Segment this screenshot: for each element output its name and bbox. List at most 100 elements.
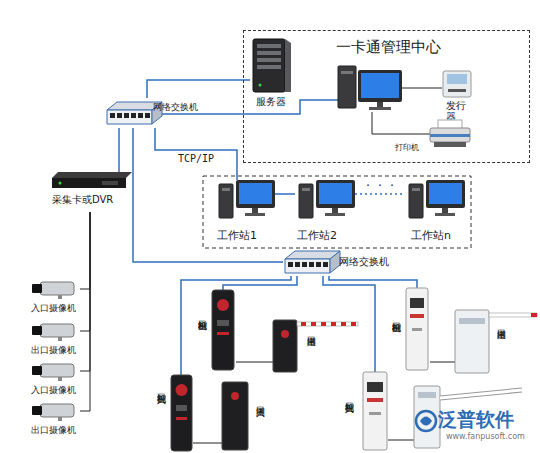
drive-bay — [257, 58, 281, 62]
switch-port — [288, 262, 293, 267]
camera-lens — [32, 326, 42, 335]
network-switch: 网络交换机 — [105, 98, 210, 128]
camera-mount — [58, 417, 62, 421]
pc-drive — [302, 188, 310, 191]
switch-port — [302, 262, 307, 267]
connector-line — [430, 362, 455, 363]
controller-indicator — [217, 332, 229, 335]
control-wire — [388, 440, 414, 441]
issuer-screen — [447, 74, 467, 84]
node-label: 工作站1 — [217, 230, 257, 242]
switch-port — [316, 262, 321, 267]
pc-stand — [252, 208, 258, 213]
dvr-icon — [52, 172, 132, 190]
barrier-body — [455, 310, 489, 373]
node-label: 出口摄像机 — [31, 425, 76, 435]
entry-barrier: 入口道闸 — [222, 382, 277, 452]
barrier-icon — [273, 312, 358, 372]
connector-line — [80, 212, 90, 411]
pc-stand — [332, 208, 338, 213]
node-label: 服务器 — [256, 96, 286, 107]
connector-label: TCP/IP — [178, 153, 214, 164]
printer-body — [430, 128, 470, 142]
entry-controller: 入口控制机 — [343, 372, 388, 450]
server-body — [253, 39, 285, 92]
camera-icon — [32, 402, 76, 422]
camera-icon — [32, 362, 76, 382]
dvr-top — [52, 172, 132, 178]
entry-controller: 入口控制机 — [155, 375, 193, 451]
ctrlDark-icon — [212, 290, 234, 370]
node-label: 入口摄像机 — [31, 303, 76, 313]
pc-stand — [442, 208, 448, 213]
controller-slot — [217, 320, 229, 326]
switch-front — [107, 110, 152, 124]
barrier-stripe — [531, 313, 537, 317]
camera-body — [40, 404, 74, 417]
pc-tower — [338, 66, 356, 108]
controller-display — [176, 384, 188, 396]
connector-line — [223, 276, 297, 290]
printer-tray — [434, 142, 466, 147]
node-label: 出口摄像机 — [31, 345, 76, 355]
exit-controller: 出口控制机 — [196, 290, 236, 370]
controller-indicator — [410, 314, 424, 318]
camera-node: 出口摄像机 — [28, 402, 80, 440]
connector-line — [193, 443, 222, 444]
barrier-body — [222, 382, 248, 450]
pc-monitor — [236, 180, 275, 208]
connector-line — [355, 193, 405, 195]
pc-base — [245, 213, 265, 216]
pc-drive — [341, 71, 353, 74]
controller-indicator — [367, 398, 383, 402]
server-side — [285, 39, 291, 92]
dvr-led — [59, 182, 62, 185]
dvr-panel — [102, 181, 118, 185]
node-label: 网络交换机 — [339, 256, 389, 267]
pc-drive — [412, 188, 420, 191]
controller-indicator — [176, 417, 187, 420]
pc-drive — [222, 188, 230, 191]
barrier-stripe — [351, 322, 356, 326]
pc-screen — [239, 183, 272, 204]
printer-icon — [430, 120, 470, 148]
barrier-panel — [459, 318, 485, 324]
barrier-icon — [222, 382, 248, 450]
exit-controller: 出口控制机 — [390, 288, 430, 370]
switch-port — [124, 113, 129, 118]
server-icon — [252, 38, 292, 93]
switch-port — [323, 262, 328, 267]
node-label: 工作站2 — [297, 230, 337, 242]
pc-icon — [299, 180, 355, 218]
switch-port — [110, 113, 115, 118]
controller-slot — [369, 412, 381, 415]
pc-stand — [377, 102, 383, 107]
barrier-stripe — [311, 322, 316, 326]
camera-icon — [32, 280, 76, 300]
camera-mount — [58, 337, 62, 341]
barrier-body — [273, 320, 297, 372]
connector-line — [80, 212, 90, 289]
camera-body — [40, 282, 74, 295]
controller-body — [171, 375, 192, 451]
controller-slot — [412, 328, 422, 331]
barrier-panel — [418, 392, 436, 398]
capture-dvr: 采集卡或DVR — [50, 172, 132, 212]
card-slot — [448, 89, 466, 92]
workstation-group-frame — [203, 176, 471, 248]
drive-bay — [257, 44, 281, 48]
connector-line — [80, 212, 90, 331]
watermark-url: www.fanpusoft.com — [446, 433, 525, 442]
ctrlLight-icon — [363, 372, 387, 450]
node-label: 入口摄像机 — [31, 385, 76, 395]
watermark-logo — [420, 417, 432, 426]
camera-lens — [32, 366, 42, 375]
controller-body — [363, 372, 387, 450]
drive-bay — [257, 51, 281, 55]
node-label: 发行器 — [446, 100, 468, 122]
workstation: 工作站1 — [215, 180, 275, 244]
ctrlDark-icon — [171, 375, 192, 451]
printer-wire — [372, 112, 430, 134]
camera-mount — [58, 295, 62, 299]
workstation: 工作站2 — [295, 180, 355, 244]
